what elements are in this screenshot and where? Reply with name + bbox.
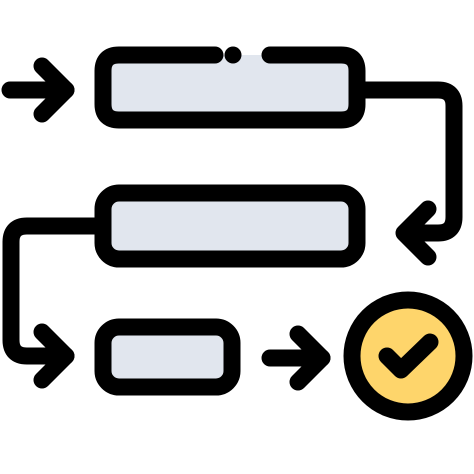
step-3-box — [94, 318, 241, 396]
step-1-dot-icon — [224, 46, 242, 64]
connector-arrow-icon — [353, 81, 463, 266]
right-arrow-icon — [261, 325, 331, 391]
step-2-box — [94, 184, 366, 268]
entry-arrow-icon — [1, 57, 75, 123]
check-icon — [378, 333, 439, 379]
step-1-box — [94, 46, 366, 129]
connector-arrow-icon — [2, 217, 107, 389]
completion-check — [343, 291, 473, 421]
